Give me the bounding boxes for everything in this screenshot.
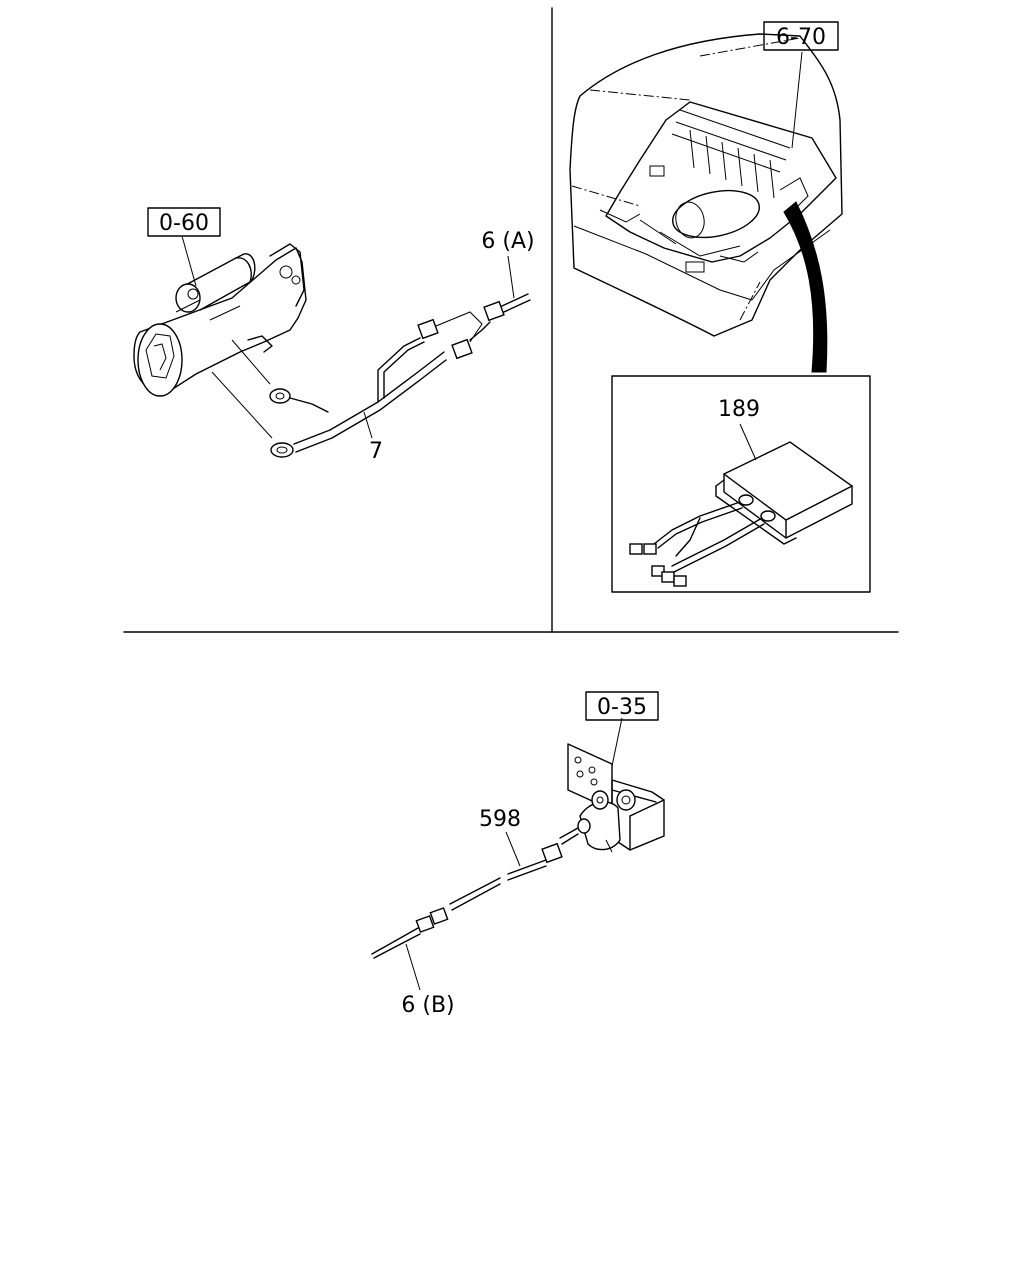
starter-ref-callout[interactable]: 0-60 xyxy=(147,207,221,237)
cab-body xyxy=(569,33,843,337)
bracket-sensor-assembly xyxy=(371,743,665,959)
control-unit-label[interactable]: 189 xyxy=(718,397,760,422)
ring-terminals xyxy=(211,339,294,458)
sensor-cable-label[interactable]: 598 xyxy=(479,807,521,832)
starter-ref-label: 0-60 xyxy=(159,211,209,236)
cab-ref-label: 6-70 xyxy=(776,25,826,50)
cab-ref-callout[interactable]: 6-70 xyxy=(763,21,839,51)
harness-main-label[interactable]: 7 xyxy=(369,439,383,464)
harness-a-label[interactable]: 6 (A) xyxy=(481,229,534,254)
panel-dividers xyxy=(123,7,899,633)
bracket-ref-label: 0-35 xyxy=(597,695,647,720)
leader-lines xyxy=(181,51,803,991)
wiring-harness-7 xyxy=(289,293,531,453)
callout-arrow xyxy=(783,201,828,373)
bracket-ref-callout[interactable]: 0-35 xyxy=(585,691,659,721)
harness-b-label[interactable]: 6 (B) xyxy=(401,993,454,1018)
starter-motor-assembly xyxy=(133,243,307,397)
control-unit-inset xyxy=(611,375,871,593)
